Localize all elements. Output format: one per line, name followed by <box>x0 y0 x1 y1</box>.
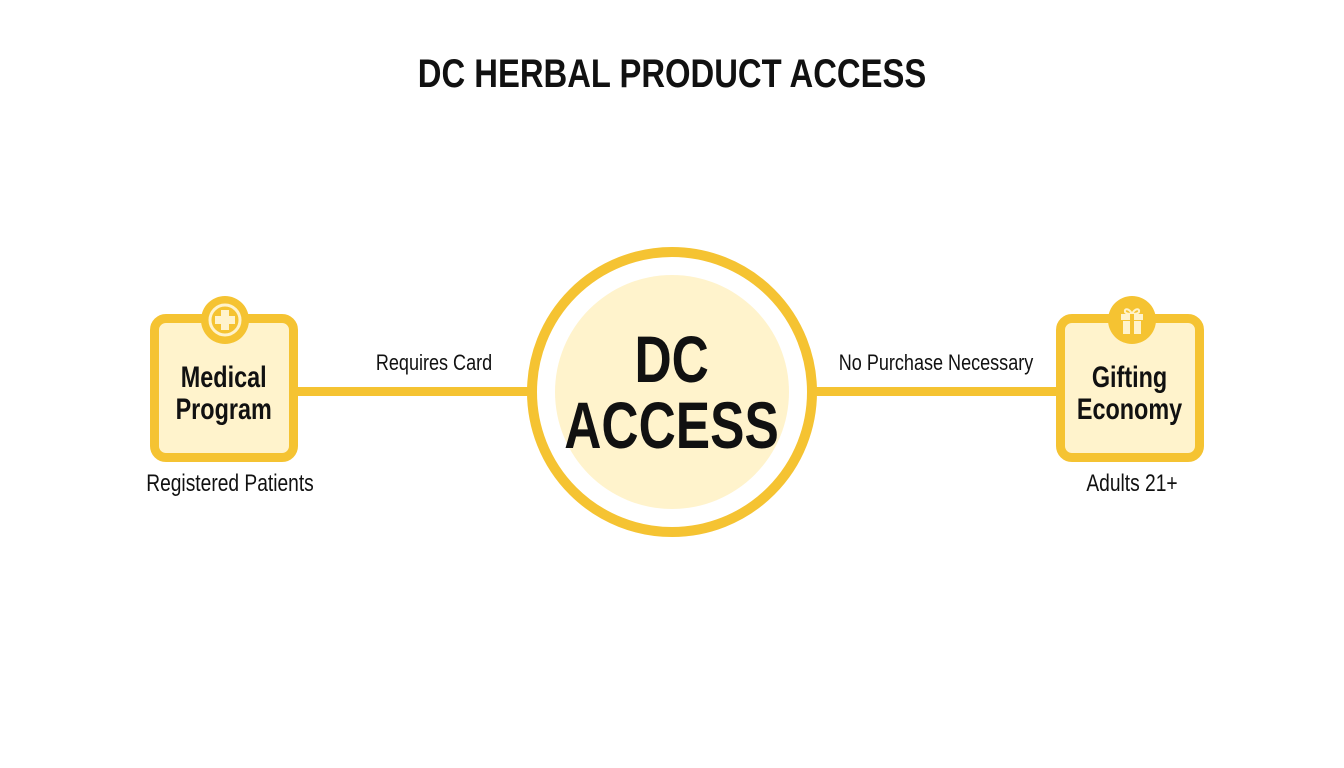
hub-node: DC ACCESS <box>555 275 789 509</box>
edge-label-medical: Requires Card <box>375 350 493 375</box>
node-gifting-label-line2: Economy <box>1077 393 1183 426</box>
node-gifting-sublabel: Adults 21+ <box>1086 470 1178 497</box>
connector-medical <box>296 387 532 396</box>
medical-cross-icon <box>201 296 249 344</box>
connector-gifting <box>812 387 1060 396</box>
hub-label-line2: ACCESS <box>564 388 780 462</box>
node-medical-sublabel: Registered Patients <box>146 470 314 497</box>
node-gifting-economy: Gifting Economy <box>1056 314 1204 462</box>
node-medical-label-line2: Program <box>175 393 273 426</box>
node-medical-label-line1: Medical <box>181 361 267 394</box>
edge-label-gifting: No Purchase Necessary <box>838 350 1034 375</box>
diagram-title: DC HERBAL PRODUCT ACCESS <box>417 52 927 96</box>
gift-icon <box>1108 296 1156 344</box>
node-gifting-label-line1: Gifting <box>1092 361 1168 394</box>
hub-label-line1: DC <box>634 322 710 396</box>
